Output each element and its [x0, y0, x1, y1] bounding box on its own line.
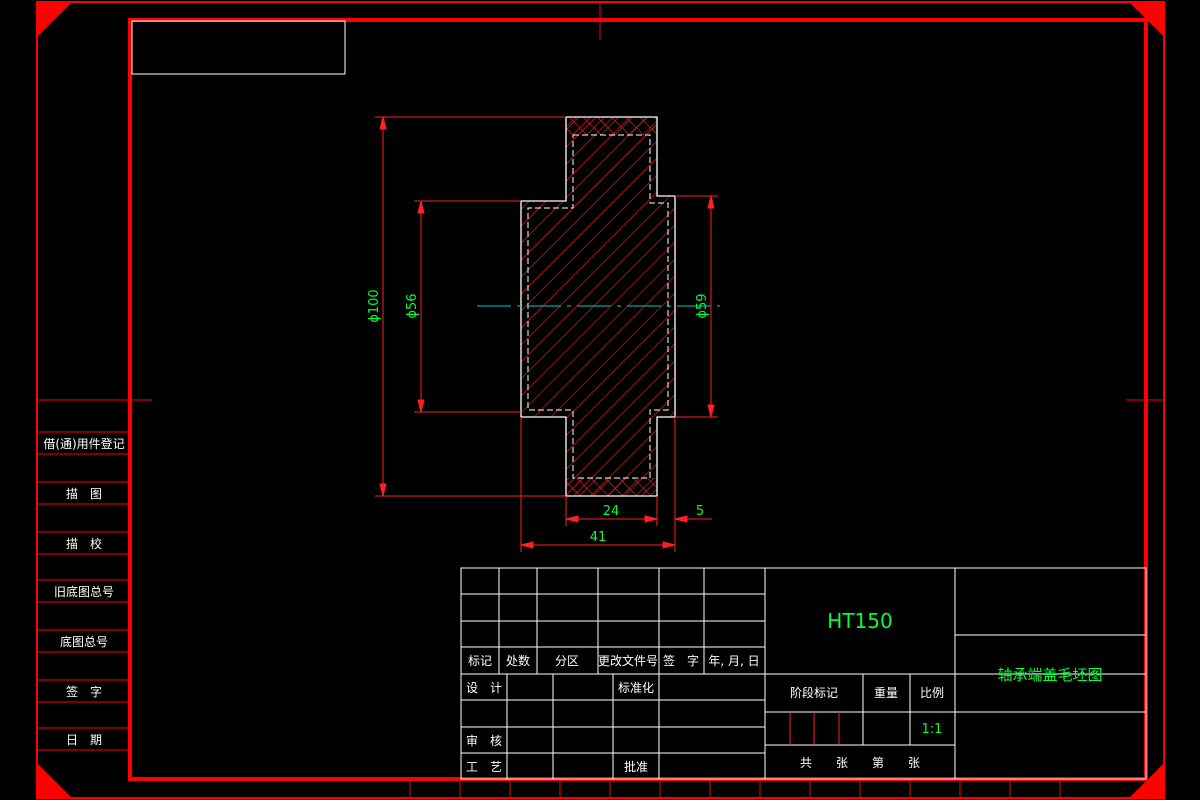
rev-header-doc: 更改文件号: [598, 653, 658, 668]
review-label: 审 核: [466, 733, 502, 748]
standardization-label: 标准化: [618, 681, 654, 695]
dim-flange-width: 24: [603, 504, 620, 519]
side-item-date: 日 期: [66, 733, 102, 747]
dim-step-diameter: ϕ59: [695, 293, 710, 318]
side-item-drawn: 描 图: [66, 487, 102, 501]
title-block: [460, 567, 1147, 780]
scale-value: 1:1: [922, 722, 943, 737]
approve-label: 批准: [624, 759, 648, 774]
rev-header-zone: 分区: [555, 654, 579, 668]
dimension-lines: [375, 116, 718, 552]
dim-step-width: 5: [696, 504, 704, 519]
rev-header-mark: 标记: [468, 654, 492, 668]
stage-mark-label: 阶段标记: [790, 685, 838, 700]
allowance-bottom: [566, 478, 657, 496]
side-item-old-number: 旧底图总号: [54, 584, 114, 599]
rev-header-date: 年, 月, 日: [708, 654, 759, 668]
material-value: HT150: [827, 609, 892, 633]
rev-header-count: 处数: [506, 653, 530, 668]
process-label: 工 艺: [466, 760, 502, 774]
side-item-checked: 描 校: [66, 536, 102, 551]
side-item-borrowed: 借(通)用件登记: [43, 436, 124, 451]
dim-bore-diameter: ϕ56: [405, 293, 420, 318]
finished-outline: [527, 134, 669, 479]
design-label: 设 计: [466, 681, 502, 695]
scale-label: 比例: [920, 686, 944, 700]
drawing-title: 轴承端盖毛坯图: [997, 666, 1102, 684]
stage-mark-cells: [789, 712, 840, 745]
rev-header-sign: 签 字: [663, 653, 699, 668]
sheet-info: 共 张 第 张: [800, 756, 920, 770]
dim-outer-diameter: ϕ100: [367, 289, 382, 322]
dim-total-length: 41: [590, 530, 607, 545]
part-section: [477, 116, 720, 497]
side-panel: 借(通)用件登记 描 图 描 校 旧底图总号 底图总号 签 字 日 期: [37, 399, 130, 751]
allowance-top: [566, 117, 657, 135]
side-item-signature: 签 字: [66, 684, 102, 699]
code-box: [131, 20, 346, 75]
side-item-base-number: 底图总号: [60, 634, 108, 649]
weight-label: 重量: [874, 686, 898, 700]
